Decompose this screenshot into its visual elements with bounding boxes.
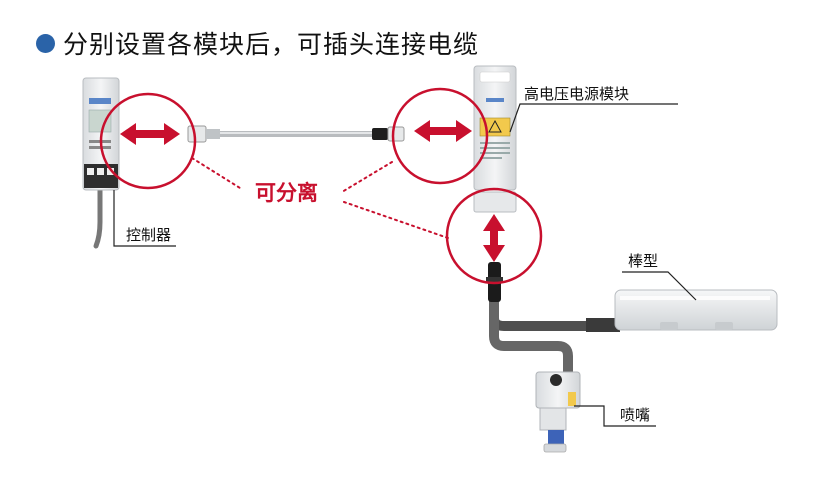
output-cables bbox=[486, 262, 620, 372]
highlight-circle-controller bbox=[99, 92, 197, 190]
double-arrow-hv-module-icon bbox=[414, 120, 472, 142]
label-leaders bbox=[113, 103, 697, 427]
highlight-circle-hv-module bbox=[391, 87, 489, 185]
page-title: 分别设置各模块后，可插头连接电缆 bbox=[63, 30, 480, 59]
highlight-circle-plug bbox=[445, 187, 543, 285]
nozzle-device bbox=[535, 371, 581, 453]
double-arrow-plug-icon bbox=[483, 214, 505, 262]
bar-type-label: 棒型 bbox=[628, 252, 658, 270]
double-arrow-controller-icon bbox=[120, 123, 180, 145]
hv-module-label: 高电压电源模块 bbox=[524, 85, 629, 103]
bullet-icon bbox=[36, 33, 55, 53]
separable-leaders bbox=[191, 157, 449, 239]
controller-label: 控制器 bbox=[126, 226, 171, 244]
page-heading: 分别设置各模块后，可插头连接电缆 bbox=[36, 26, 479, 60]
separable-label: 可分离 bbox=[255, 181, 318, 205]
nozzle-label: 喷嘴 bbox=[620, 406, 650, 424]
connection-cable bbox=[187, 125, 405, 143]
bar-type-device bbox=[614, 289, 778, 331]
